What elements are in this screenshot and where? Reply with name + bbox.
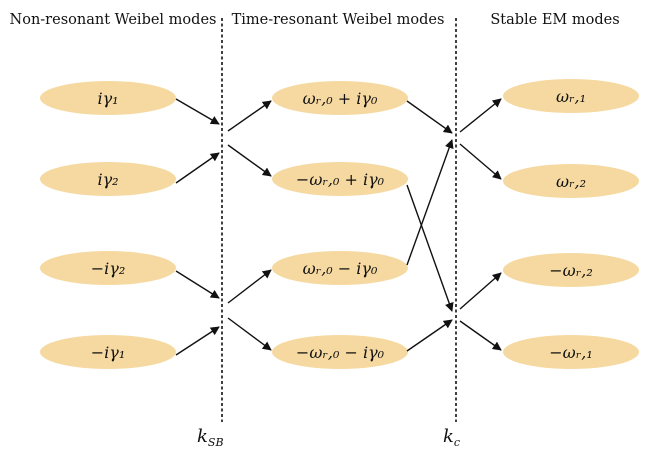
arrow-ksb-to-m4 xyxy=(227,317,272,351)
arrow-l1-to-ksb-upper xyxy=(175,98,220,125)
svg-text:ωᵣ,₁: ωᵣ,₁ xyxy=(556,87,586,106)
arrow-l4-to-ksb-lower xyxy=(175,326,220,356)
axis-label-k-c: kc xyxy=(443,426,460,449)
node-omega-r2: ωᵣ,₂ xyxy=(503,164,639,198)
node-i-gamma-1: iγ₁ xyxy=(40,81,176,115)
node-i-gamma-2: iγ₂ xyxy=(40,162,176,196)
header-stable-em: Stable EM modes xyxy=(490,12,619,28)
arrow-l2-to-ksb-upper xyxy=(175,152,220,184)
svg-text:ωᵣ,₀ + iγ₀: ωᵣ,₀ + iγ₀ xyxy=(303,89,378,108)
svg-text:−ωᵣ,₀ + iγ₀: −ωᵣ,₀ + iγ₀ xyxy=(296,170,385,189)
axis-label-k-sb: kSB xyxy=(197,426,224,449)
node-omega-r1: ωᵣ,₁ xyxy=(503,79,639,113)
svg-text:−ωᵣ,₀ − iγ₀: −ωᵣ,₀ − iγ₀ xyxy=(296,343,385,362)
arrow-m1-to-kc-upper xyxy=(406,100,453,134)
arrow-m2-to-kc-lower xyxy=(406,184,454,312)
node-omega-r0-plus-i-gamma0: ωᵣ,₀ + iγ₀ xyxy=(272,81,408,115)
node-minus-omega-r0-minus-i-gamma0: −ωᵣ,₀ − iγ₀ xyxy=(272,335,408,369)
arrow-ksb-to-m3 xyxy=(227,269,272,304)
node-minus-i-gamma-2: −iγ₂ xyxy=(40,251,176,285)
svg-text:iγ₁: iγ₁ xyxy=(97,89,118,108)
arrow-kc-to-r1 xyxy=(459,98,502,133)
svg-text:ωᵣ,₀ − iγ₀: ωᵣ,₀ − iγ₀ xyxy=(303,259,378,278)
arrow-kc-to-r2 xyxy=(459,143,502,180)
arrow-m3-to-kc-upper xyxy=(406,139,454,266)
node-minus-omega-r0-plus-i-gamma0: −ωᵣ,₀ + iγ₀ xyxy=(272,162,408,196)
arrow-ksb-to-m2 xyxy=(227,144,272,177)
svg-text:−iγ₂: −iγ₂ xyxy=(91,259,126,278)
node-minus-omega-r1: −ωᵣ,₁ xyxy=(503,335,639,369)
svg-text:−ωᵣ,₂: −ωᵣ,₂ xyxy=(549,261,593,280)
arrow-m4-to-kc-lower xyxy=(406,319,453,352)
arrow-l3-to-ksb-lower xyxy=(175,270,220,299)
arrow-ksb-to-m1 xyxy=(227,100,272,132)
node-minus-i-gamma-1: −iγ₁ xyxy=(40,335,176,369)
svg-text:−ωᵣ,₁: −ωᵣ,₁ xyxy=(549,343,593,362)
svg-text:ωᵣ,₂: ωᵣ,₂ xyxy=(556,172,586,191)
arrow-kc-to-r4 xyxy=(459,320,502,351)
svg-text:−iγ₁: −iγ₁ xyxy=(91,343,126,362)
node-omega-r0-minus-i-gamma0: ωᵣ,₀ − iγ₀ xyxy=(272,251,408,285)
header-time-resonant: Time-resonant Weibel modes xyxy=(232,12,445,28)
node-minus-omega-r2: −ωᵣ,₂ xyxy=(503,253,639,287)
header-non-resonant: Non-resonant Weibel modes xyxy=(10,12,217,28)
arrow-kc-to-r3 xyxy=(459,272,502,310)
svg-text:iγ₂: iγ₂ xyxy=(97,170,118,189)
